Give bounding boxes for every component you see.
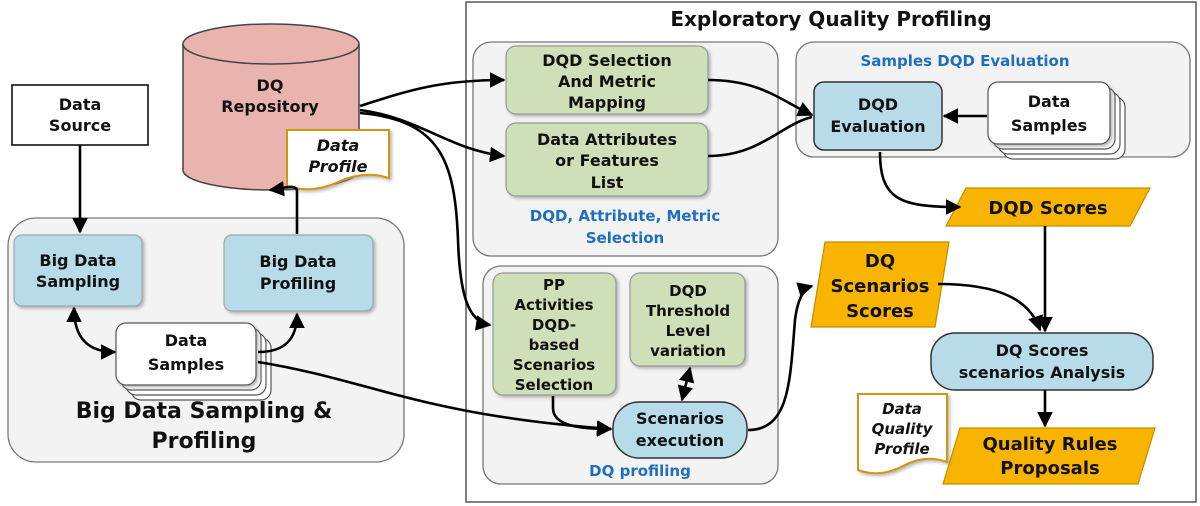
scores-analysis-label-2: scenarios Analysis — [959, 363, 1126, 382]
node-pp-activities: PP Activities DQD- based Scenarios Selec… — [492, 272, 617, 396]
node-quality-profile: Data Quality Profile — [857, 393, 948, 475]
node-data-profile: Data Profile — [286, 129, 390, 191]
edge-sampling-samples — [66, 306, 117, 360]
node-data-source: Data Source — [11, 84, 149, 146]
node-quality-rules: Quality Rules Proposals — [942, 427, 1156, 485]
samples-right-label-1: Data — [1028, 92, 1071, 111]
edge-repository-to-mapping — [359, 72, 506, 108]
scores-analysis-label-1: DQ Scores — [996, 341, 1089, 360]
edge-repository-to-attributes — [359, 108, 506, 163]
data-source-label-2: Source — [49, 116, 111, 135]
edge-samples-to-profiling — [257, 312, 305, 354]
attributes-label-3: List — [591, 173, 624, 192]
node-data-samples-right: Data Samples — [987, 81, 1126, 160]
data-profile-label-1: Data — [317, 136, 360, 155]
edge-samples-to-execution — [257, 360, 613, 436]
node-dqd-evaluation: DQD Evaluation — [813, 81, 943, 151]
sampling-label-2: Sampling — [36, 272, 120, 291]
data-profile-label-2: Profile — [308, 157, 367, 176]
threshold-label-4: variation — [650, 342, 726, 360]
pp-label-1: PP — [543, 276, 565, 294]
node-big-data-profiling: Big Data Profiling — [223, 234, 374, 312]
node-threshold: DQD Threshold Level variation — [629, 272, 746, 367]
node-dqd-scores: DQD Scores — [945, 187, 1151, 227]
scenarios-scores-label-2: Scenarios — [831, 276, 930, 297]
group-big-data-title-1: Big Data Sampling & — [76, 399, 333, 424]
attributes-label-2: or Features — [555, 151, 659, 170]
dqd-evaluation-label-1: DQD — [858, 95, 898, 114]
threshold-label-3: Level — [666, 322, 711, 340]
dqd-evaluation-label-2: Evaluation — [830, 117, 925, 136]
profiling-label-1: Big Data — [259, 252, 336, 271]
pp-label-6: Selection — [515, 376, 593, 394]
group-dqd-selection-title-2: Selection — [586, 229, 664, 247]
samples-left-label-2: Samples — [148, 355, 224, 374]
scenarios-exec-label-1: Scenarios — [636, 409, 724, 428]
edges — [66, 72, 1053, 437]
quality-profile-label-2: Quality — [872, 420, 934, 438]
dqd-mapping-label-2: And Metric — [558, 72, 656, 91]
quality-rules-label-2: Proposals — [1000, 458, 1099, 479]
edge-mapping-to-evaluation — [707, 78, 814, 117]
outer-title: Exploratory Quality Profiling — [670, 7, 991, 31]
dqd-mapping-label-1: DQD Selection — [542, 51, 671, 70]
dqd-scores-label: DQD Scores — [988, 198, 1107, 219]
group-big-data-title-2: Profiling — [152, 429, 257, 454]
group-dq-profiling-title: DQ profiling — [589, 462, 691, 480]
sampling-label-1: Big Data — [39, 251, 116, 270]
dqd-mapping-label-3: Mapping — [568, 93, 646, 112]
node-scenarios-scores: DQ Scenarios Scores — [810, 241, 950, 328]
threshold-label-1: DQD — [669, 282, 707, 300]
quality-profile-label-1: Data — [882, 400, 922, 418]
data-source-label-1: Data — [59, 95, 102, 114]
quality-rules-label-1: Quality Rules — [983, 434, 1118, 455]
group-dqd-selection-title-1: DQD, Attribute, Metric — [530, 207, 720, 225]
edge-threshold-execution — [677, 366, 695, 402]
samples-left-label-1: Data — [165, 331, 208, 350]
edge-repository-to-pp — [359, 111, 492, 331]
pp-label-4: based — [529, 336, 580, 354]
repository-label-1: DQ — [257, 76, 284, 95]
repository-label-2: Repository — [221, 97, 319, 116]
samples-right-label-2: Samples — [1011, 116, 1087, 135]
node-data-samples-left: Data Samples — [115, 322, 272, 401]
edge-pp-to-execution — [551, 396, 613, 437]
pp-label-3: DQD- — [532, 316, 576, 334]
scenarios-scores-label-3: Scores — [846, 301, 914, 322]
threshold-label-2: Threshold — [646, 302, 730, 320]
scenarios-exec-label-2: execution — [636, 431, 724, 450]
pp-label-2: Activities — [514, 296, 593, 314]
scenarios-scores-label-1: DQ — [865, 251, 895, 272]
group-samples-eval-title: Samples DQD Evaluation — [860, 52, 1069, 70]
quality-profile-label-3: Profile — [874, 440, 929, 458]
node-scores-analysis: DQ Scores scenarios Analysis — [930, 332, 1154, 391]
node-big-data-sampling: Big Data Sampling — [13, 234, 143, 307]
edge-scenarios-scores-to-analysis — [937, 282, 1043, 332]
node-scenarios-execution: Scenarios execution — [612, 401, 748, 459]
edge-attributes-to-evaluation — [707, 115, 813, 158]
edge-evaluation-to-scores — [878, 151, 962, 215]
node-data-attributes: Data Attributes or Features List — [505, 122, 709, 197]
profiling-label-2: Profiling — [260, 274, 336, 293]
pp-label-5: Scenarios — [513, 356, 596, 374]
attributes-label-1: Data Attributes — [537, 130, 677, 149]
edge-execution-to-scenarios-scores — [747, 282, 814, 432]
edge-profiling-to-repository — [268, 180, 299, 234]
node-dqd-mapping: DQD Selection And Metric Mapping — [505, 45, 709, 115]
